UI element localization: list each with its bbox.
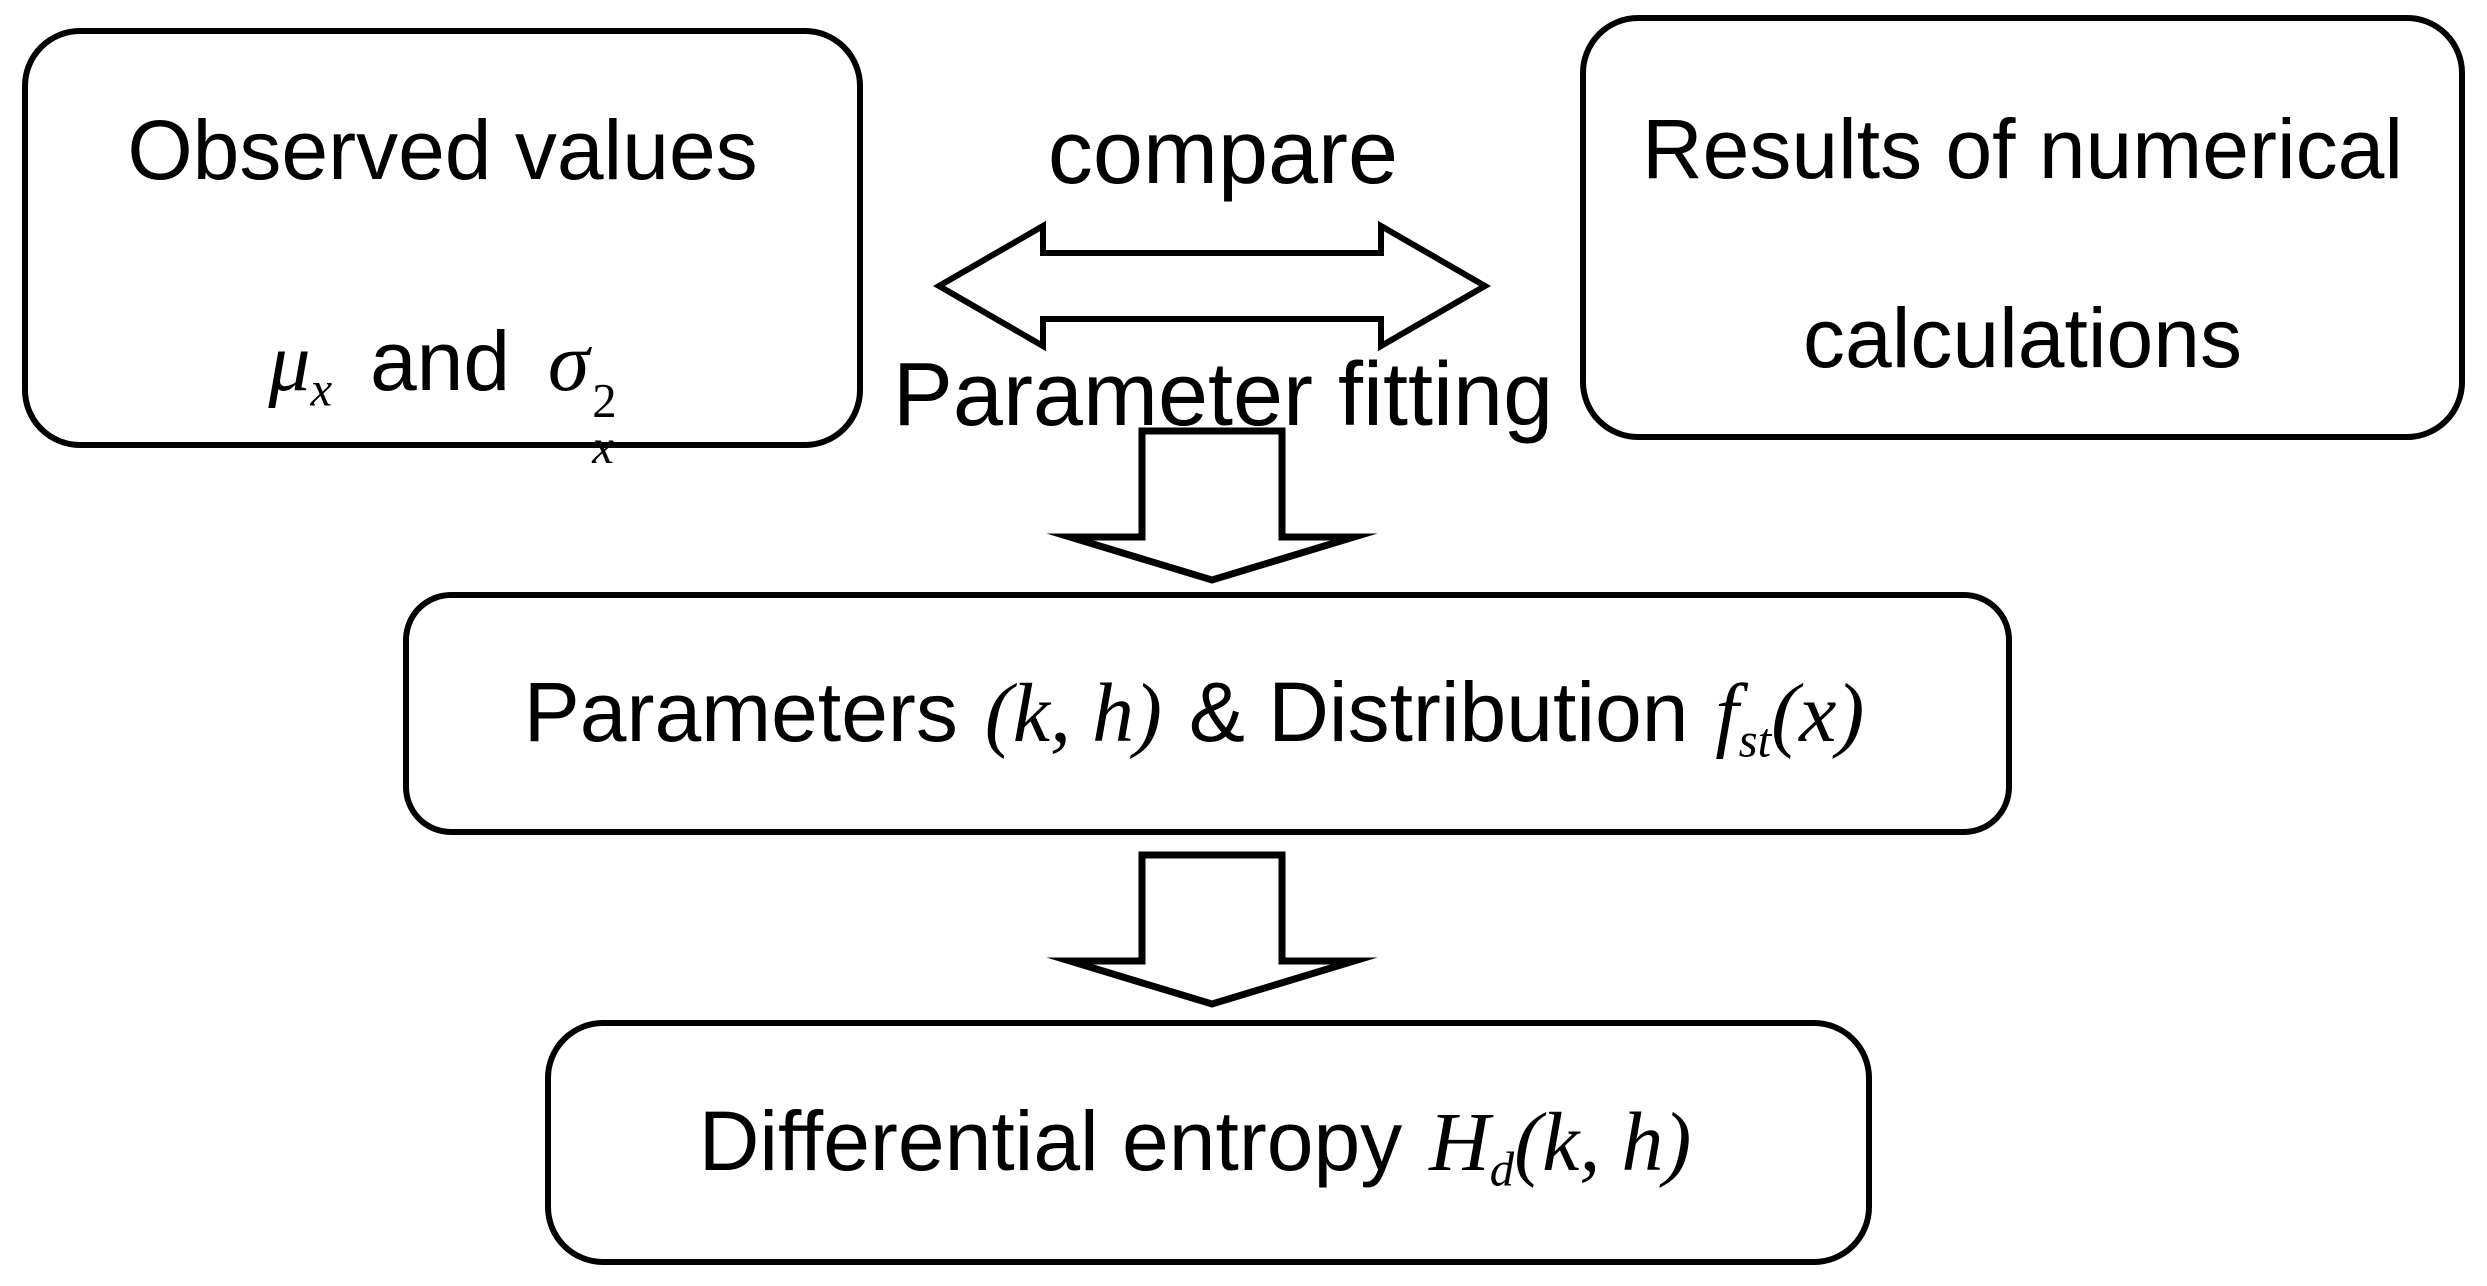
entropy-text: Differential entropy Hd(k, h) — [699, 1091, 1719, 1194]
f-arguments: (x) — [1771, 667, 1865, 761]
down-arrow-icon — [1046, 427, 1378, 584]
sigma-superscript: 2 — [592, 373, 617, 428]
mu-subscript: x — [310, 362, 333, 417]
parameters-text: Parameters (k, h) & Distribution fst(x) — [524, 662, 1892, 765]
parameters-distribution-box: Parameters (k, h) & Distribution fst(x) — [403, 592, 2012, 835]
f-subscript: st — [1738, 713, 1772, 768]
H-arguments: (k, h) — [1514, 1096, 1692, 1190]
distribution-text: & Distribution — [1188, 665, 1689, 760]
numerical-results-box: Results of numerical calculations — [1580, 15, 2465, 440]
entropy-function: Hd(k, h) — [1429, 1096, 1692, 1194]
results-line-1: Results of numerical — [1642, 102, 2403, 196]
compare-double-arrow-icon — [932, 220, 1492, 352]
H-symbol: H — [1429, 1096, 1490, 1190]
and-text: and — [369, 313, 511, 408]
compare-label: compare — [1047, 103, 1399, 203]
sigma-symbol: σ — [547, 315, 590, 409]
observed-values-title: Observed values — [127, 103, 758, 197]
H-subscript: d — [1489, 1142, 1515, 1197]
distribution-function: fst(x) — [1715, 667, 1865, 765]
differential-entropy-box: Differential entropy Hd(k, h) — [545, 1020, 1872, 1265]
parameters-prefix: Parameters — [523, 665, 958, 760]
results-line-2: calculations — [1803, 290, 2242, 385]
f-symbol: f — [1715, 667, 1739, 761]
sigma-subscript: x — [592, 419, 614, 474]
kh-tuple: (k, h) — [984, 667, 1163, 761]
down-arrow-icon — [1046, 851, 1378, 1008]
mu-symbol: μ — [268, 315, 311, 409]
entropy-prefix: Differential entropy — [698, 1094, 1403, 1189]
